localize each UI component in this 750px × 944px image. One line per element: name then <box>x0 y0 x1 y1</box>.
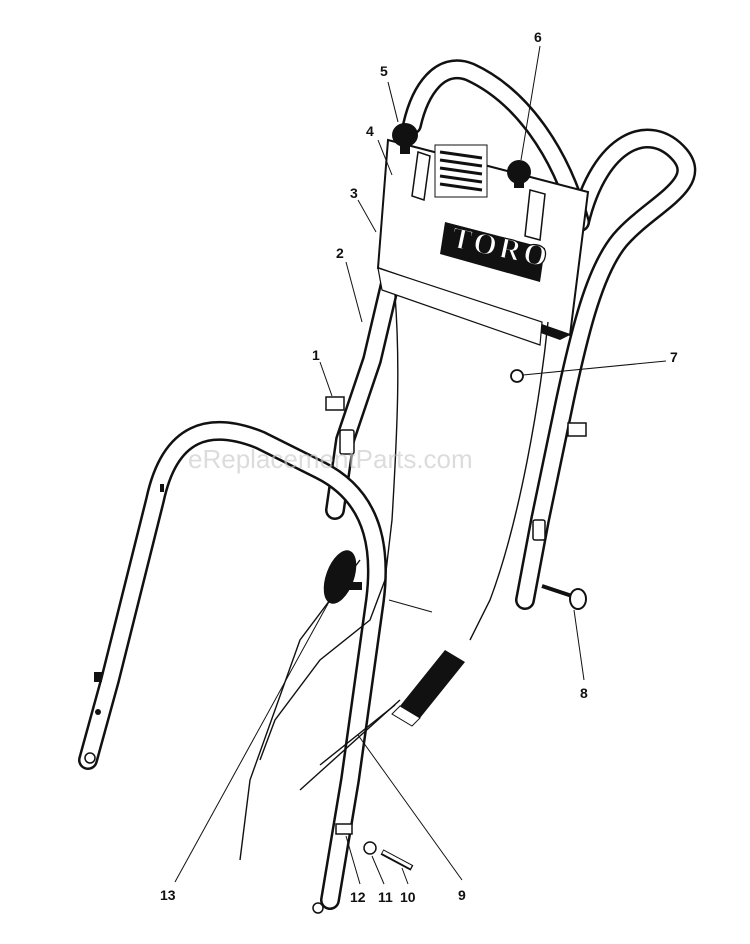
handle-knob-bolt <box>541 584 587 610</box>
leader-lines <box>174 45 667 885</box>
nut <box>510 369 524 383</box>
choke-knob <box>507 160 531 188</box>
callout-4: 4 <box>366 123 374 139</box>
lower-handle <box>78 420 387 914</box>
brand-plate: TORO <box>440 220 554 282</box>
callout-6: 6 <box>534 29 542 45</box>
instruction-decal <box>434 144 488 198</box>
watermark: eReplacementParts.com <box>188 444 473 474</box>
callout-12: 12 <box>350 889 366 905</box>
bail-knob <box>323 550 362 604</box>
control-cables <box>239 294 549 861</box>
callout-8: 8 <box>580 685 588 701</box>
callout-9: 9 <box>458 887 466 903</box>
callout-10: 10 <box>400 889 416 905</box>
callout-labels: 1 2 3 4 5 6 7 8 9 10 11 12 13 <box>160 29 678 905</box>
handle-clip-left <box>325 396 345 411</box>
handle-clip-right <box>567 422 587 437</box>
callout-3: 3 <box>350 185 358 201</box>
upper-handle <box>325 59 697 610</box>
callout-11: 11 <box>378 889 393 905</box>
lower-hardware <box>335 823 414 871</box>
callout-1: 1 <box>312 347 320 363</box>
callout-5: 5 <box>380 63 388 79</box>
cable-control-housing <box>391 650 465 727</box>
callout-13: 13 <box>160 887 176 903</box>
throttle-knob <box>392 123 418 154</box>
callout-7: 7 <box>670 349 678 365</box>
callout-2: 2 <box>336 245 344 261</box>
